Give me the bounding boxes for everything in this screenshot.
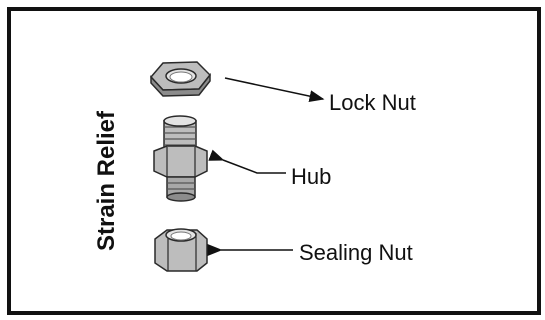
parts-illustration (149, 61, 325, 272)
sealing-nut-label: Sealing Nut (299, 240, 413, 265)
hub-part (153, 115, 208, 202)
hub-label: Hub (291, 164, 332, 189)
lock-nut-arrow (224, 77, 325, 103)
lock-nut-part (149, 61, 212, 97)
sealing-nut-part (154, 228, 208, 272)
hub-arrow (208, 149, 286, 174)
diagram-frame: Strain Relief Lock Nut Hub Sealing Nut (7, 7, 541, 315)
lock-nut-label: Lock Nut (329, 90, 416, 115)
diagram-title: Strain Relief (93, 110, 120, 252)
